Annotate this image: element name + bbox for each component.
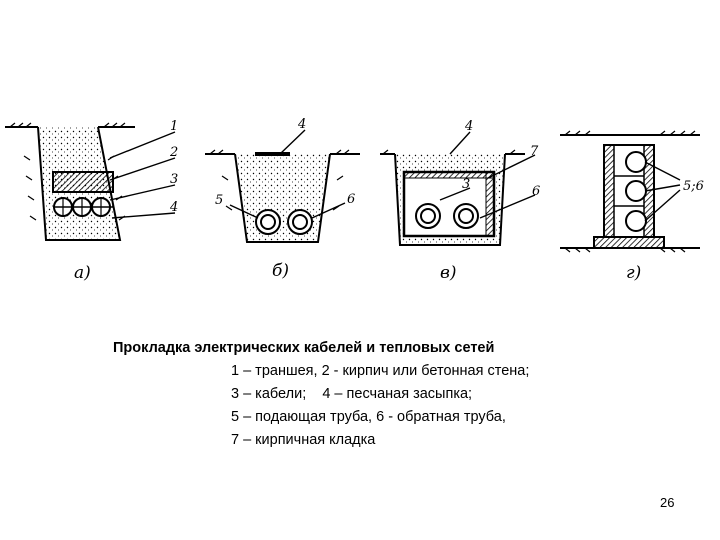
caption-line-1: 1 – траншея, 2 - кирпич или бетонная сте… <box>231 363 530 379</box>
caption-line-4: 7 – кирпичная кладка <box>231 432 376 448</box>
panel-a-diagram <box>5 122 176 241</box>
figure-caption: Прокладка электрических кабелей и теплов… <box>113 337 693 452</box>
panel-v-callout-6: 6 <box>532 184 540 199</box>
panel-g-callout-5-6: 5;6 <box>683 179 704 194</box>
panel-a-callout-3: 3 <box>170 172 178 187</box>
panel-a-callout-2: 2 <box>169 145 178 160</box>
panel-g-label: г) <box>626 263 641 283</box>
trench-cross-sections-figure: 1 2 3 4 4 5 6 4 7 3 6 5;6 а) б) в) г) <box>5 117 704 283</box>
panel-b-callout-6: 6 <box>347 192 355 207</box>
panel-b-callout-5: 5 <box>215 193 223 208</box>
panel-v-diagram <box>380 131 536 246</box>
caption-line-2: 3 – кабели; 4 – песчаная засыпка; <box>231 386 473 402</box>
panel-v-callout-7: 7 <box>530 144 539 159</box>
panel-b-label: б) <box>272 261 289 281</box>
panel-g-diagram <box>560 130 700 253</box>
page-number: 26 <box>660 495 675 510</box>
panel-v-label: в) <box>440 263 457 283</box>
panel-a-callout-4: 4 <box>169 200 178 215</box>
panel-a-callout-1: 1 <box>170 119 178 134</box>
panel-v-callout-4: 4 <box>464 119 473 134</box>
panel-v-callout-3: 3 <box>462 177 470 192</box>
caption-line-3: 5 – подающая труба, 6 - обратная труба, <box>231 409 506 425</box>
panel-a-label: а) <box>74 263 91 283</box>
panel-b-callout-4: 4 <box>297 117 306 132</box>
panel-b-diagram <box>205 129 360 243</box>
caption-title: Прокладка электрических кабелей и теплов… <box>113 340 495 356</box>
